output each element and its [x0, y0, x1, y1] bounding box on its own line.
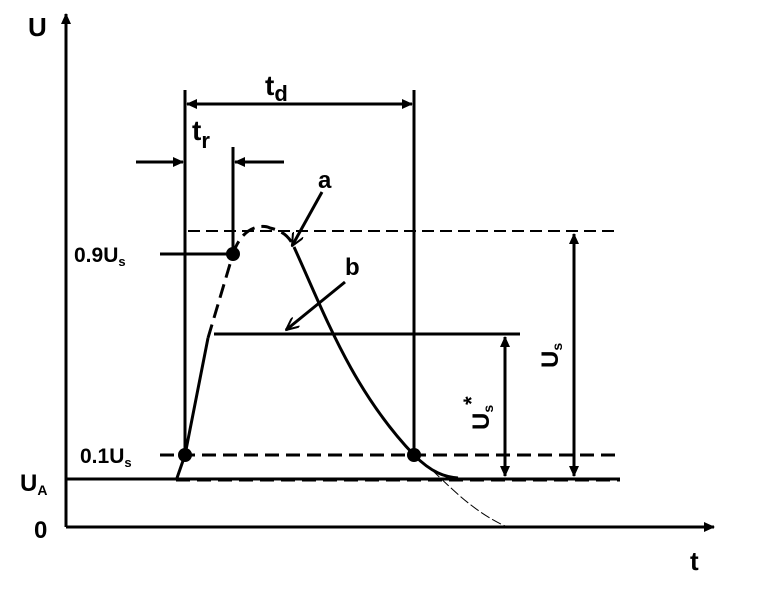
pulse-decay	[292, 246, 459, 480]
low-threshold-label: 0.1Us	[80, 445, 132, 470]
td-label: td	[265, 70, 288, 106]
callout-b-label: b	[345, 254, 360, 281]
pulse-rise-dashed	[206, 253, 235, 339]
us-star-label: Us*	[459, 396, 496, 430]
callout-a-label: a	[318, 167, 332, 194]
callout-a-pointer	[290, 191, 324, 246]
us-label: Us	[537, 343, 565, 368]
pulse-peak	[231, 224, 296, 255]
callout-b-pointer	[286, 280, 346, 330]
high-threshold-label: 0.9Us	[74, 244, 126, 269]
origin-label: 0	[34, 517, 47, 544]
tr-label: tr	[192, 115, 210, 153]
td-end-point	[407, 448, 421, 462]
pulse-tail	[431, 469, 506, 527]
y-axis-label: U	[28, 12, 47, 42]
ua-label: UA	[20, 470, 47, 498]
high-threshold-point	[226, 247, 240, 261]
x-axis-label: t	[690, 546, 699, 576]
low-threshold-point	[178, 448, 192, 462]
